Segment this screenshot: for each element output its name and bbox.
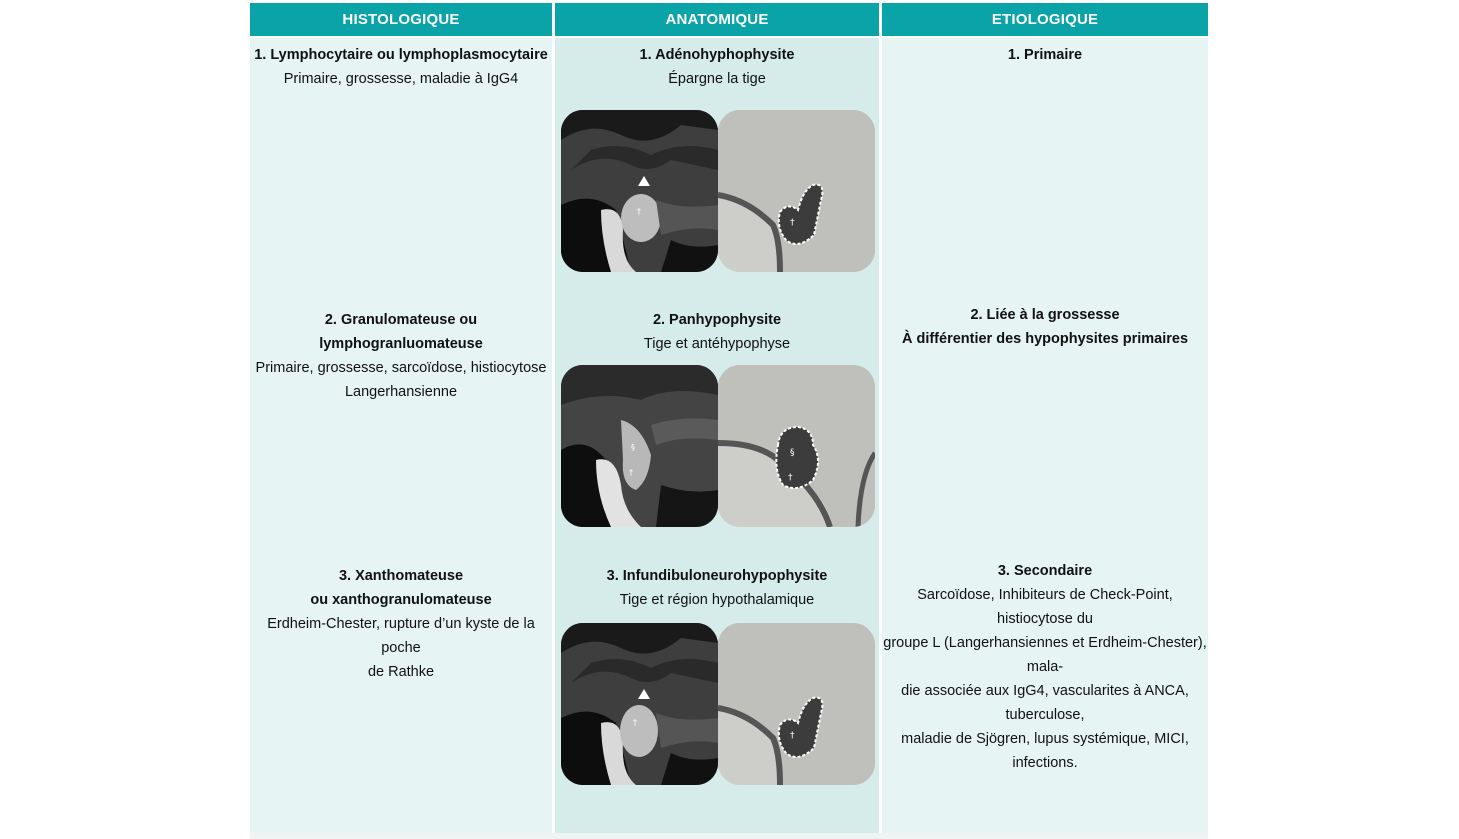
diagram-image: † — [718, 110, 875, 272]
entry-title: 3. Secondaire — [997, 563, 1093, 579]
entry-line: die associée aux IgG4, vascularites à AN… — [901, 683, 1189, 723]
classification-table: HISTOLOGIQUE ANATOMIQUE ETIOLOGIQUE 1. L… — [250, 3, 1208, 833]
svg-text:§: § — [631, 443, 635, 452]
entry-title: 1. Adénohyphophysite — [639, 47, 795, 63]
svg-text:†: † — [790, 731, 795, 741]
anatomique-entry-1: 1. Adénohyphophysite Épargne la tige — [555, 43, 879, 91]
histologique-entry-1: 1. Lymphocytaire ou lymphoplasmocytaire … — [250, 43, 552, 91]
svg-text:†: † — [637, 207, 641, 216]
entry-title: 2. Granulomateuse ou lymphogranluomateus… — [319, 312, 483, 352]
column-etiologique: 1. Primaire 2. Liée à la grossesse À dif… — [882, 38, 1208, 833]
entry-line: Primaire, grossesse, maladie à IgG4 — [283, 71, 519, 87]
etiologique-entry-1: 1. Primaire — [882, 43, 1208, 67]
entry-line: Tige et région hypothalamique — [619, 592, 815, 608]
svg-text:†: † — [790, 218, 795, 228]
etiologique-entry-2: 2. Liée à la grossesse À différentier de… — [882, 303, 1208, 351]
entry-line: Tige et antéhypophyse — [643, 336, 791, 352]
entry-line: Erdheim-Chester, rupture d’un kyste de l… — [267, 616, 535, 656]
entry-line: Primaire, grossesse, sarcoïdose, histioc… — [255, 360, 547, 376]
mri-image: § † — [561, 365, 718, 527]
entry-line: À différentier des hypophysites primaire… — [901, 331, 1189, 347]
entry-line: de Rathke — [367, 664, 435, 680]
entry-line: maladie de Sjögren, lupus systémique, MI… — [901, 731, 1189, 771]
bottom-divider — [250, 833, 1208, 839]
image-pair-adenohypophysite: † † — [561, 110, 875, 272]
entry-title: 2. Liée à la grossesse — [970, 307, 1120, 323]
entry-title: 3. Xanthomateuse — [338, 568, 464, 584]
mri-image: † — [561, 623, 718, 785]
svg-text:†: † — [629, 468, 633, 477]
header-anatomique: ANATOMIQUE — [555, 3, 879, 36]
anatomique-entry-2: 2. Panhypophysite Tige et antéhypophyse — [555, 308, 879, 356]
etiologique-entry-3: 3. Secondaire Sarcoïdose, Inhibiteurs de… — [882, 559, 1208, 775]
entry-title: 1. Primaire — [1007, 47, 1083, 63]
svg-text:†: † — [788, 473, 793, 483]
entry-title: 3. Infundibuloneurohypophysite — [606, 568, 828, 584]
column-anatomique: 1. Adénohyphophysite Épargne la tige † — [555, 38, 879, 833]
column-histologique: 1. Lymphocytaire ou lymphoplasmocytaire … — [250, 38, 552, 833]
svg-text:†: † — [633, 718, 637, 727]
image-pair-infundibuloneurohypophysite: † † — [561, 623, 875, 785]
diagram-image: † — [718, 623, 875, 785]
entry-line: Épargne la tige — [668, 71, 766, 87]
diagram-image: § † — [718, 365, 875, 527]
image-pair-panhypophysite: § † § † — [561, 365, 875, 527]
entry-line: groupe L (Langerhansiennes et Erdheim-Ch… — [883, 635, 1207, 675]
histologique-entry-3: 3. Xanthomateuse ou xanthogranulomateuse… — [250, 564, 552, 684]
anatomique-entry-3: 3. Infundibuloneurohypophysite Tige et r… — [555, 564, 879, 612]
mri-image: † — [561, 110, 718, 272]
histologique-entry-2: 2. Granulomateuse ou lymphogranluomateus… — [250, 308, 552, 404]
entry-title: 2. Panhypophysite — [652, 312, 782, 328]
entry-line: Sarcoïdose, Inhibiteurs de Check-Point, … — [917, 587, 1173, 627]
svg-text:§: § — [790, 448, 795, 458]
header-etiologique: ETIOLOGIQUE — [882, 3, 1208, 36]
entry-title: 1. Lymphocytaire ou lymphoplasmocytaire — [254, 47, 548, 63]
entry-title-line-2: ou xanthogranulomateuse — [310, 592, 492, 608]
header-histologique: HISTOLOGIQUE — [250, 3, 552, 36]
entry-line: Langerhansienne — [344, 384, 458, 400]
